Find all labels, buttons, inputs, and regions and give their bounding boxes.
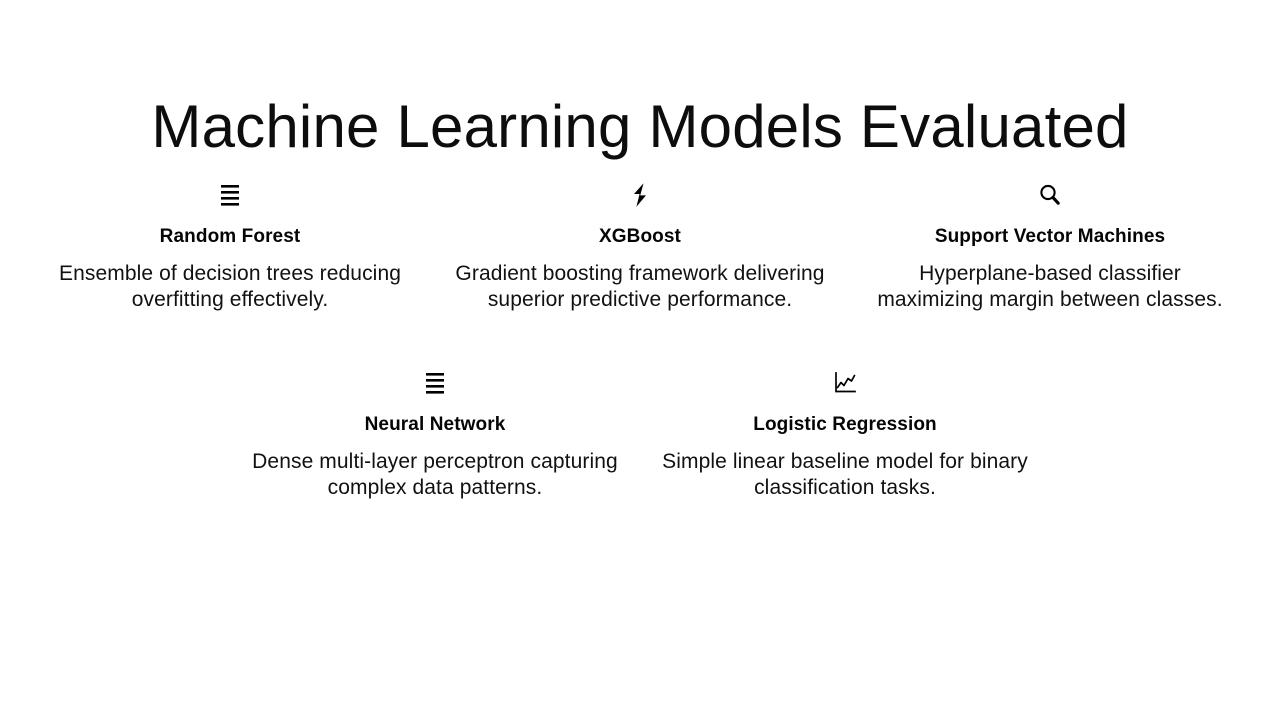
model-cards-grid: Random Forest Ensemble of decision trees… [24, 178, 1256, 501]
model-card-description: Ensemble of decision trees reducing over… [58, 262, 402, 311]
model-card-title: XGBoost [599, 226, 681, 247]
model-card-logistic-regression[interactable]: Logistic Regression Simple linear baseli… [640, 366, 1050, 501]
model-card-title: Random Forest [159, 226, 301, 247]
model-card-support-vector-machines[interactable]: Support Vector Machines Hyperplane-based… [845, 178, 1255, 313]
list-lines-icon [250, 366, 620, 400]
model-card-random-forest[interactable]: Random Forest Ensemble of decision trees… [25, 178, 435, 313]
list-lines-icon [45, 178, 415, 212]
model-card-title: Support Vector Machines [934, 226, 1166, 247]
model-card-description: Simple linear baseline model for binary … [662, 450, 1028, 499]
magnifying-glass-icon [865, 178, 1235, 212]
model-card-neural-network[interactable]: Neural Network Dense multi-layer percept… [230, 366, 640, 501]
card-row-2: Neural Network Dense multi-layer percept… [24, 366, 1256, 501]
page-title: Machine Learning Models Evaluated [151, 93, 1129, 161]
model-card-xgboost[interactable]: XGBoost Gradient boosting framework deli… [435, 178, 845, 313]
line-chart-icon [660, 366, 1030, 400]
model-card-title: Neural Network [364, 414, 506, 435]
model-card-description: Gradient boosting framework delivering s… [455, 262, 825, 311]
model-card-description: Hyperplane-based classifier maximizing m… [877, 262, 1223, 311]
model-card-title: Logistic Regression [753, 414, 937, 435]
model-card-description: Dense multi-layer perceptron capturing c… [252, 450, 618, 499]
lightning-bolt-icon [455, 178, 825, 212]
card-row-1: Random Forest Ensemble of decision trees… [24, 178, 1256, 313]
